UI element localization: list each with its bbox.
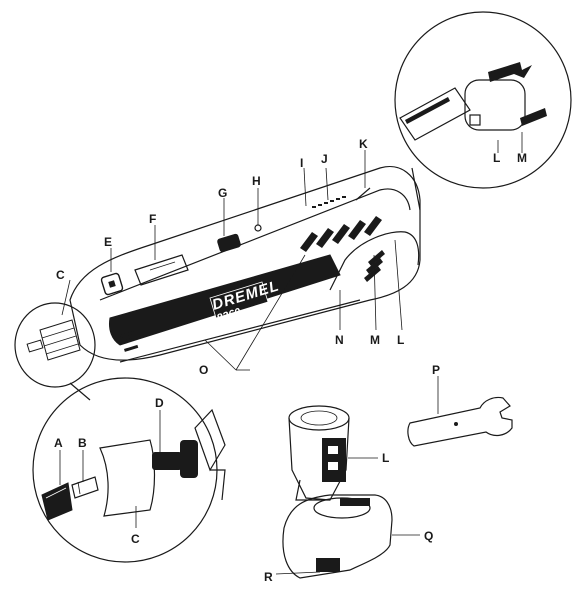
speed-scale-marks [312, 196, 346, 208]
battery-charger [276, 495, 420, 578]
battery-detach-inset [395, 12, 571, 210]
label-n: N [335, 333, 344, 347]
label-d: D [155, 396, 164, 410]
battery-indicator-marks [356, 188, 370, 200]
accessory-assembly-inset [33, 378, 225, 562]
collet-nut [42, 483, 72, 520]
led-indicator [255, 225, 261, 231]
label-b: B [78, 436, 87, 450]
wrench [408, 376, 512, 446]
label-e: E [104, 235, 112, 249]
label-k: K [359, 137, 368, 151]
label-q: Q [424, 529, 433, 543]
label-o: O [199, 363, 208, 377]
push-arrow-icon [488, 62, 532, 82]
label-h: H [252, 174, 261, 188]
label-l-battery: L [382, 451, 389, 465]
label-g: G [218, 186, 227, 200]
label-p: P [432, 363, 440, 377]
label-a: A [54, 436, 63, 450]
label-l-inset: L [493, 151, 500, 165]
label-i: I [300, 156, 303, 170]
label-r: R [264, 570, 273, 584]
label-l: L [397, 333, 404, 347]
label-c-top: C [56, 268, 65, 282]
label-f: F [149, 212, 156, 226]
label-m-inset: M [517, 151, 527, 165]
label-c-inset: C [131, 532, 140, 546]
label-j: J [321, 152, 328, 166]
collet-assembly [152, 440, 198, 478]
leader-lines [60, 150, 402, 528]
shaft-lock-button [135, 255, 188, 285]
release-arrow-icon [520, 108, 547, 126]
air-vents [300, 216, 382, 252]
speed-control-dial [216, 233, 241, 253]
label-m: M [370, 333, 380, 347]
battery-pack [289, 406, 378, 500]
